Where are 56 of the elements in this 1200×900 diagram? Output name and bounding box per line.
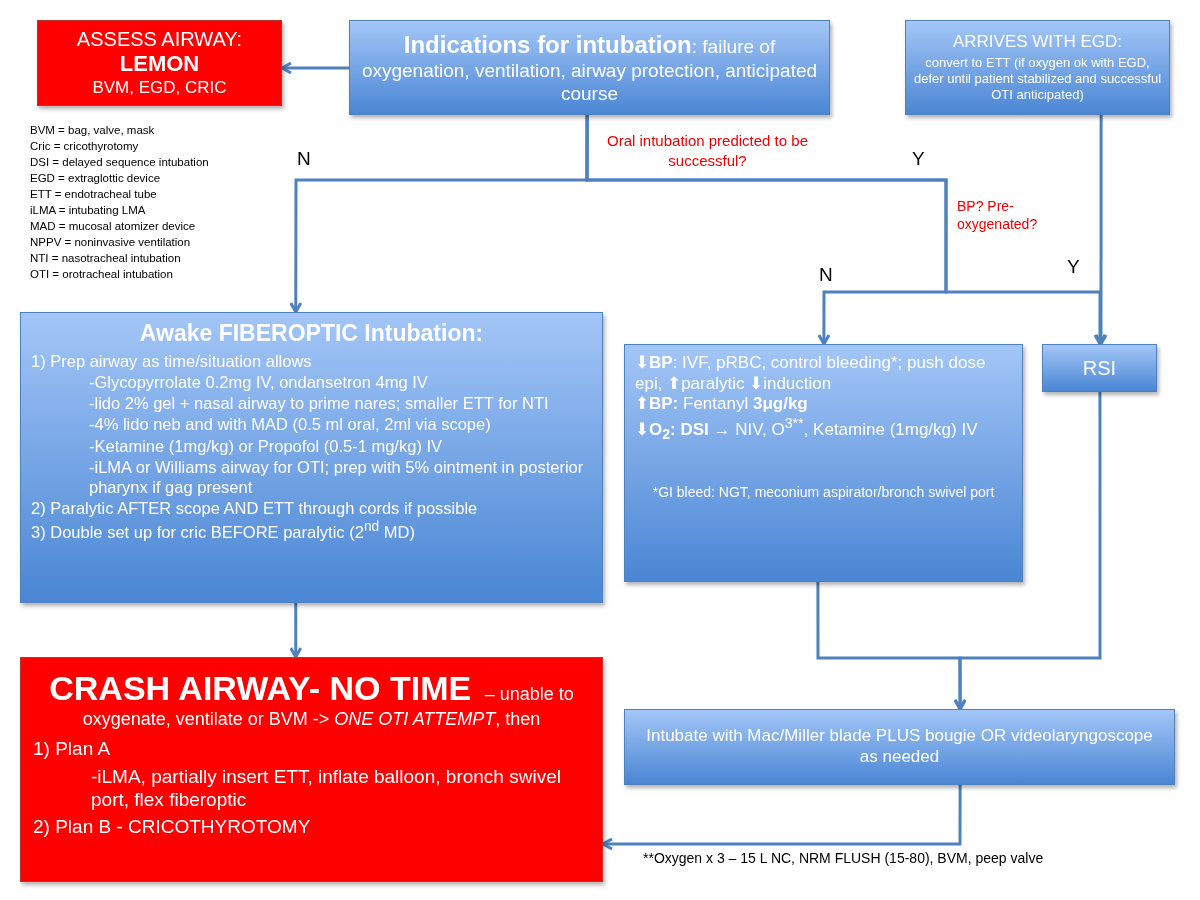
list-item: -Glycopyrrolate 0.2mg IV, ondansetron 4mg IV <box>88 372 429 393</box>
box-text: ⬆BP: Fentanyl 3μg/kg <box>635 394 809 416</box>
branch-label: Y <box>912 148 925 170</box>
box-heading: Awake FIBEROPTIC Intubation: <box>138 319 485 348</box>
list-item: -Ketamine (1mg/kg) or Propofol (0.5-1 mg/kg) IV <box>88 435 444 456</box>
process-box <box>624 344 1023 582</box>
abbreviation-text: OTI = orotracheal intubation <box>30 268 173 280</box>
abbreviation-text: iLMA = intubating LMA <box>30 204 146 216</box>
box-text: *GI bleed: NGT, meconium aspirator/bronch swivel port <box>651 483 996 501</box>
box-heading: LEMON <box>118 51 201 79</box>
box-text: CRASH AIRWAY- NO TIME – unable to oxygenate, ventilate or BVM -> ONE OTI ATTEMPT, then <box>48 668 575 732</box>
abbreviation-text: NTI = nasotracheal intubation <box>30 252 181 264</box>
process-box <box>624 709 1175 785</box>
box-heading: ASSESS AIRWAY: <box>75 27 244 52</box>
list-item: 1) Prep airway as time/situation allows <box>31 351 313 372</box>
list-item: -iLMA or Williams airway for OTI; prep with 5% ointment in posterior pharynx if gag present <box>88 456 585 497</box>
box-heading: ARRIVES WITH EGD: <box>951 32 1124 54</box>
abbreviation-text: NPPV = noninvasive ventilation <box>30 236 191 248</box>
arrow <box>601 785 962 851</box>
box-text: Intubate with Mac/Miller blade PLUS bougie OR videolaryngoscope as needed <box>645 726 1154 768</box>
branch-label: Y <box>1067 256 1080 278</box>
box-text: convert to ETT (if oxygen ok with EGD, defer until patient stabilized and successful OTI anticipated) <box>912 55 1163 103</box>
abbreviation-text: EGD = extraglottic device <box>30 172 161 184</box>
decision-question: BP? Pre-oxygenated? <box>957 197 1039 234</box>
process-box <box>349 20 830 115</box>
list-item: 1) Plan A <box>33 737 112 761</box>
abbreviation-text: ETT = endotracheal tube <box>30 188 157 200</box>
arrow <box>585 115 1107 346</box>
decision-question: Oral intubation predicted to be successful? <box>606 131 809 170</box>
arrow <box>1094 115 1108 346</box>
arrow <box>953 392 1102 711</box>
list-item: 2) Paralytic AFTER scope AND ETT through cords if possible <box>31 497 479 519</box>
footnote-text: **Oxygen x 3 – 15 L NC, NRM FLUSH (15-80), BVM, peep valve <box>643 850 1044 866</box>
abbreviation-text: DSI = delayed sequence intubation <box>30 156 209 168</box>
list-item: -iLMA, partially insert ETT, inflate balloon, bronch swivel port, flex fiberoptic <box>90 764 562 811</box>
box-text: ⬇BP: IVF, pRBC, control bleeding*; push dose epi, ⬆paralytic ⬇induction <box>635 353 987 395</box>
box-text: BVM, EGD, CRIC <box>91 78 228 99</box>
list-item: -lido 2% gel + nasal airway to prime nares; smaller ETT for NTI <box>88 393 550 414</box>
arrow <box>280 61 349 75</box>
box-text: ⬇O$_{2}$: DSI → NIV, O$^{3**}$, Ketamine (1mg/kg) IV <box>635 415 979 444</box>
alert-box <box>37 20 282 106</box>
branch-label: N <box>297 148 311 170</box>
list-item: 2) Plan B - CRICOTHYROTOMY <box>33 814 312 839</box>
process-box <box>20 312 603 603</box>
abbreviation-text: BVM = bag, valve, mask <box>30 124 155 136</box>
arrow <box>289 603 303 659</box>
branch-label: N <box>819 264 833 286</box>
process-box <box>905 20 1170 115</box>
list-item: 3) Double set up for cric BEFORE paralytic (2$^{nd}$ MD) <box>31 519 416 542</box>
box-text: Indications for intubation: failure of oxygenation, ventilation, airway protection, anticipated course <box>360 29 819 106</box>
abbreviation-text: MAD = mucosal atomizer device <box>30 220 196 232</box>
process-box <box>1042 344 1157 392</box>
alert-box <box>20 657 603 882</box>
box-text: RSI <box>1081 355 1118 381</box>
list-item: -4% lido neb and with MAD (0.5 ml oral, 2ml via scope) <box>88 414 492 435</box>
abbreviation-text: Cric = cricothyrotomy <box>30 140 139 152</box>
